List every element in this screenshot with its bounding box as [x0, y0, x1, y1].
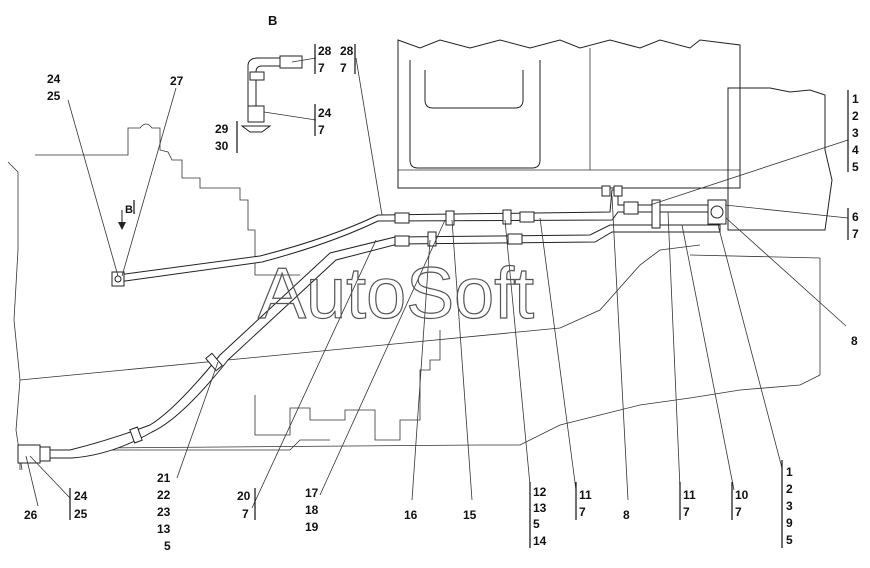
- fuel-tank: [397, 39, 741, 189]
- svg-text:3: 3: [852, 126, 859, 140]
- svg-text:1: 1: [852, 92, 859, 106]
- callout-20-7: 20 7: [237, 489, 251, 521]
- callout-11-7-b: 11 7: [683, 488, 696, 519]
- callout-11-7-a: 11 7: [579, 488, 592, 519]
- frame-outline: [7, 123, 821, 471]
- svg-text:24: 24: [74, 489, 88, 503]
- callout-28-7-inset: 28 7: [318, 44, 332, 75]
- svg-text:16: 16: [404, 508, 418, 522]
- svg-text:18: 18: [305, 503, 319, 517]
- view-label-b: B: [268, 13, 277, 28]
- svg-text:14: 14: [533, 534, 547, 548]
- callout-28-7: 28 7: [340, 44, 354, 75]
- svg-text:7: 7: [735, 505, 742, 519]
- svg-text:5: 5: [164, 539, 171, 553]
- svg-text:28: 28: [340, 44, 354, 58]
- svg-text:11: 11: [683, 488, 696, 502]
- view-arrow-b: [118, 200, 135, 230]
- callout-1-2-3-4-5: 1 2 3 4 5: [852, 92, 859, 174]
- svg-text:7: 7: [579, 505, 586, 519]
- view-arrow-label: B: [125, 204, 133, 216]
- callout-bars: [69, 44, 849, 548]
- callout-21-22-23-13-5: 21 22 23 13 5: [157, 471, 171, 553]
- svg-text:8: 8: [851, 334, 858, 348]
- inset-view-b: [240, 55, 317, 133]
- callout-10-7: 10 7: [735, 488, 749, 519]
- svg-text:25: 25: [47, 89, 61, 103]
- svg-text:5: 5: [533, 517, 540, 531]
- svg-text:22: 22: [157, 488, 171, 502]
- svg-text:28: 28: [318, 44, 332, 58]
- fitting-bottom-left: [17, 444, 41, 464]
- svg-text:13: 13: [533, 501, 547, 515]
- svg-text:10: 10: [735, 488, 749, 502]
- svg-text:23: 23: [157, 505, 171, 519]
- svg-text:19: 19: [305, 520, 319, 534]
- leader-lines: [25, 57, 849, 509]
- svg-text:5: 5: [852, 160, 859, 174]
- svg-text:6: 6: [852, 210, 859, 224]
- svg-text:4: 4: [852, 143, 859, 157]
- callout-26: 26: [24, 508, 38, 522]
- callout-1-2-3-9-5: 1 2 3 9 5: [786, 465, 793, 547]
- fitting-left-end: [111, 271, 125, 287]
- svg-text:24: 24: [47, 72, 61, 86]
- callout-24-25-top: 24 25: [47, 72, 61, 103]
- svg-text:7: 7: [318, 123, 325, 137]
- svg-text:27: 27: [170, 74, 184, 88]
- svg-text:12: 12: [533, 485, 547, 499]
- svg-text:11: 11: [579, 488, 592, 502]
- svg-text:13: 13: [157, 522, 171, 536]
- svg-text:20: 20: [237, 489, 251, 503]
- callout-8-bottom: 8: [623, 508, 630, 522]
- callout-24-7-inset: 24 7: [318, 106, 332, 137]
- callout-15: 15: [463, 508, 477, 522]
- svg-text:17: 17: [305, 486, 319, 500]
- svg-text:7: 7: [318, 61, 325, 75]
- svg-text:5: 5: [786, 533, 793, 547]
- svg-text:9: 9: [786, 516, 793, 530]
- callout-29-30: 29 30: [215, 122, 229, 153]
- callout-8-right: 8: [851, 334, 858, 348]
- watermark: AutoSoft: [258, 254, 534, 334]
- callout-27: 27: [170, 74, 184, 88]
- svg-text:8: 8: [623, 508, 630, 522]
- svg-text:7: 7: [852, 227, 859, 241]
- svg-text:30: 30: [215, 139, 229, 153]
- svg-text:2: 2: [786, 482, 793, 496]
- svg-text:21: 21: [157, 471, 171, 485]
- fittings: [17, 185, 727, 464]
- svg-text:26: 26: [24, 508, 38, 522]
- callout-6-7: 6 7: [852, 210, 859, 241]
- callout-16: 16: [404, 508, 418, 522]
- callout-17-18-19: 17 18 19: [305, 486, 319, 534]
- svg-text:1: 1: [786, 465, 793, 479]
- svg-text:2: 2: [852, 109, 859, 123]
- svg-text:7: 7: [683, 505, 690, 519]
- right-housing: [727, 87, 833, 231]
- callout-12-13-5-14: 12 13 5 14: [533, 485, 547, 548]
- svg-text:29: 29: [215, 122, 229, 136]
- svg-text:7: 7: [242, 507, 249, 521]
- svg-text:25: 25: [74, 507, 88, 521]
- svg-text:3: 3: [786, 499, 793, 513]
- svg-text:15: 15: [463, 508, 477, 522]
- svg-text:7: 7: [340, 61, 347, 75]
- callout-24-25-bottom: 24 25: [74, 489, 88, 521]
- svg-text:24: 24: [318, 106, 332, 120]
